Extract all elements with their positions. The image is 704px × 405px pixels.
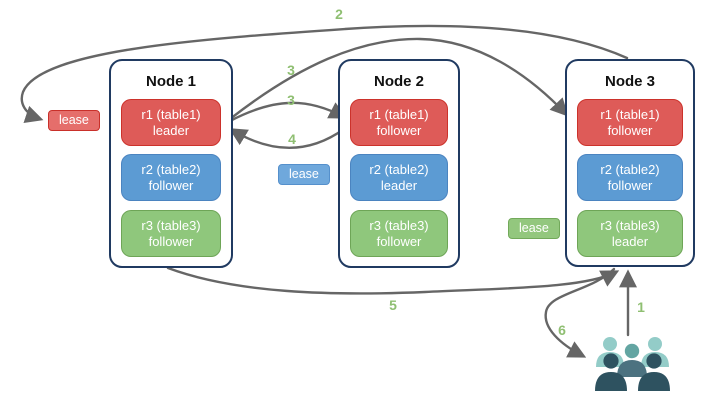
step-label-6: 6 (558, 322, 566, 338)
node1-replica-r2: r2 (table2) follower (121, 154, 221, 201)
lease-badge-table2: lease (278, 164, 330, 185)
replica-role: follower (607, 177, 653, 193)
replica-role: follower (148, 177, 194, 193)
node-2: Node 2 r1 (table1) follower r2 (table2) … (338, 59, 460, 268)
replica-role: leader (152, 122, 190, 138)
node-2-title: Node 2 (373, 73, 424, 90)
node-1: Node 1 r1 (table1) leader r2 (table2) fo… (109, 59, 233, 268)
step-label-3-upper: 3 (287, 62, 295, 78)
node2-replica-r3: r3 (table3) follower (350, 210, 448, 257)
replica-label: r2 (table2) (141, 161, 201, 177)
replica-label: r1 (table1) (141, 106, 201, 122)
replica-role: follower (376, 233, 422, 249)
replica-label: r1 (table1) (369, 106, 429, 122)
node-3-title: Node 3 (604, 73, 655, 90)
node-3: Node 3 r1 (table1) follower r2 (table2) … (565, 59, 695, 267)
step-label-4: 4 (288, 131, 296, 147)
replica-role: follower (376, 122, 422, 138)
replica-label: r3 (table3) (600, 217, 660, 233)
node2-replica-r1: r1 (table1) follower (350, 99, 448, 146)
replica-role: follower (607, 122, 653, 138)
users-icon (595, 337, 670, 391)
node3-replica-r2: r2 (table2) follower (577, 154, 683, 201)
step-label-2: 2 (335, 6, 343, 22)
replica-role: follower (148, 233, 194, 249)
lease-badge-table3: lease (508, 218, 560, 239)
step-label-3-lower: 3 (287, 92, 295, 108)
node2-replica-r2: r2 (table2) leader (350, 154, 448, 201)
arrow-step-5-node1-to-node3 (166, 266, 620, 295)
arrow-step-6-node3-to-clients (544, 267, 616, 358)
node3-replica-r1: r1 (table1) follower (577, 99, 683, 146)
node1-replica-r3: r3 (table3) follower (121, 210, 221, 257)
replica-label: r3 (table3) (369, 217, 429, 233)
node1-replica-r1: r1 (table1) leader (121, 99, 221, 146)
node-1-title: Node 1 (145, 73, 196, 90)
lease-badge-table1: lease (48, 110, 100, 131)
replica-label: r1 (table1) (600, 106, 660, 122)
node3-replica-r3: r3 (table3) leader (577, 210, 683, 257)
step-label-5: 5 (389, 297, 397, 313)
replica-label: r2 (table2) (600, 161, 660, 177)
replica-role: leader (611, 233, 649, 249)
replica-role: leader (380, 177, 418, 193)
replica-label: r2 (table2) (369, 161, 429, 177)
step-label-1: 1 (637, 299, 645, 315)
replica-label: r3 (table3) (141, 217, 201, 233)
